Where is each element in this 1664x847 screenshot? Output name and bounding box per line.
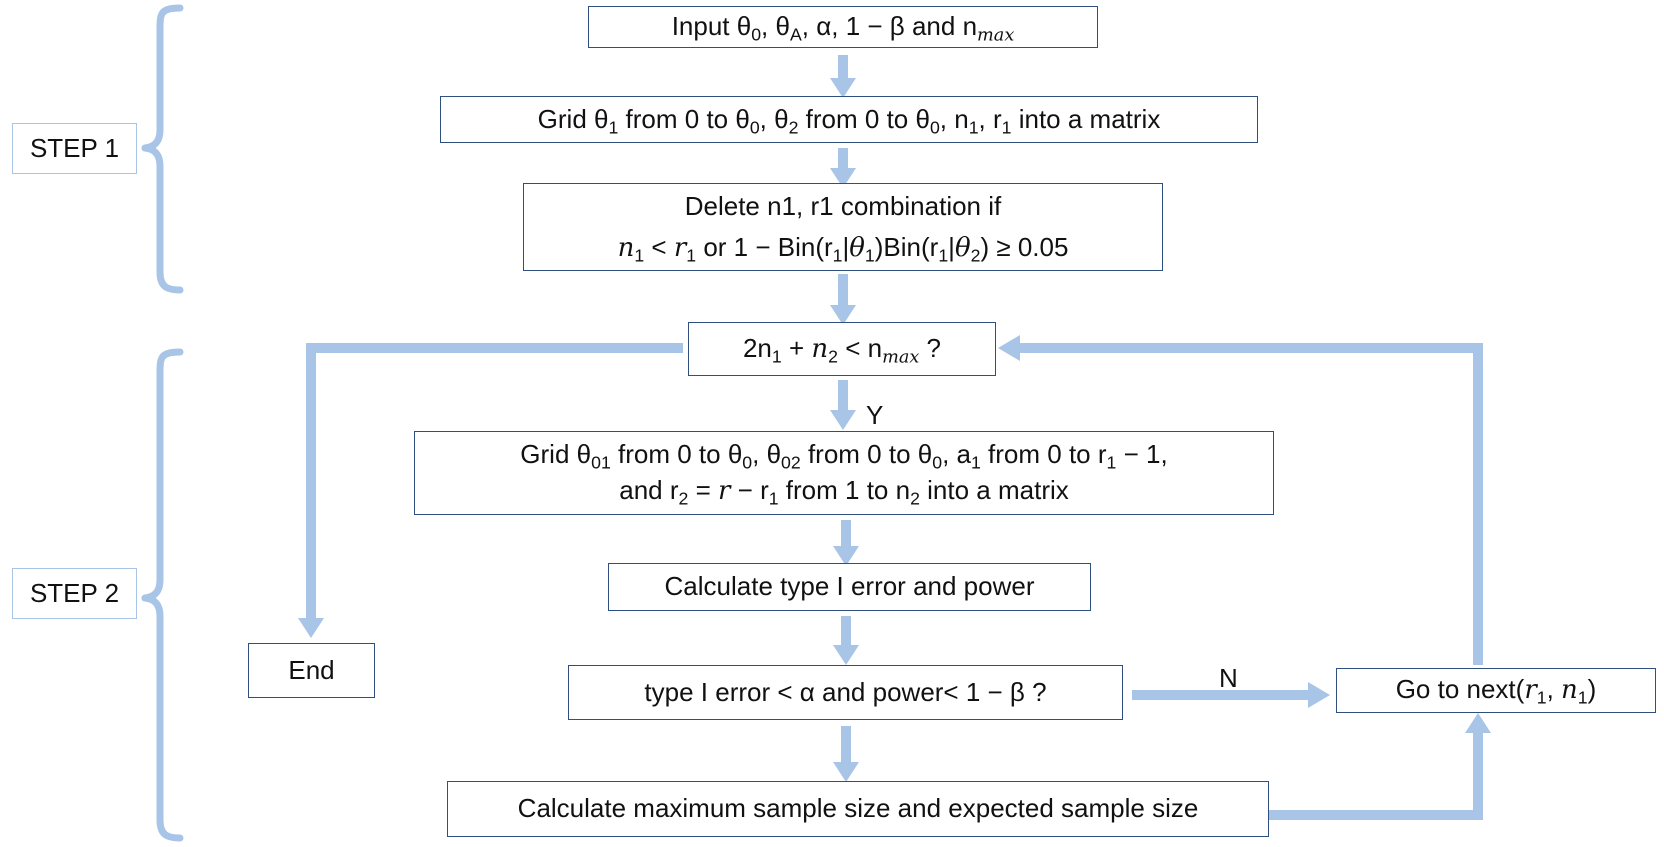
sample-size-condition-text: 2n1 + n2 < nmax ? bbox=[742, 332, 942, 368]
delete-condition-title: Delete n1, r1 combination if bbox=[684, 191, 1002, 222]
input-node: Input θ0, θA, α, 1 − β and nmax bbox=[588, 6, 1098, 48]
arrow-grid-stage2-to-calculate-head bbox=[833, 546, 859, 566]
arrow-next-to-condition bbox=[1020, 343, 1483, 665]
calculate-error-power-node: Calculate type I error and power bbox=[608, 563, 1091, 611]
input-node-text: Input θ0, θA, α, 1 − β and nmax bbox=[671, 11, 1015, 46]
step1-label: STEP 1 bbox=[12, 123, 137, 174]
no-edge-label: N bbox=[1219, 663, 1238, 693]
end-node: End bbox=[248, 643, 375, 698]
arrow-sample-size-to-next bbox=[1269, 733, 1483, 820]
arrow-check-to-sample-size-head bbox=[833, 762, 859, 782]
arrow-calculate-to-check-head bbox=[833, 645, 859, 665]
grid-stage2-line2: and r2 = r − r1 from 1 to n2 into a matr… bbox=[619, 474, 1069, 508]
arrow-check-to-next-head bbox=[1308, 682, 1330, 708]
arrow-sample-size-to-next-head bbox=[1465, 713, 1491, 733]
go-to-next-node: Go to next(r1, n1) bbox=[1336, 668, 1656, 713]
step2-brace bbox=[141, 348, 184, 842]
delete-condition-formula: n1 < r1 or 1 − Bin(r1|θ1)Bin(r1|θ2) ≥ 0.… bbox=[617, 231, 1069, 265]
delete-combination-node: Delete n1, r1 combination if n1 < r1 or … bbox=[523, 183, 1163, 271]
arrow-condition-to-grid-stage2-head bbox=[830, 410, 856, 430]
grid-parameters-text: Grid θ1 from 0 to θ0, θ2 from 0 to θ0, n… bbox=[537, 103, 1161, 138]
arrow-condition-to-end-head bbox=[298, 618, 324, 638]
arrow-grid-to-delete-head bbox=[830, 168, 856, 188]
arrow-delete-to-condition-head bbox=[830, 305, 856, 325]
yes-edge-label: Y bbox=[866, 400, 884, 430]
go-to-next-text: Go to next(r1, n1) bbox=[1395, 674, 1597, 708]
grid-stage2-line1: Grid θ01 from 0 to θ0, θ02 from 0 to θ0,… bbox=[520, 439, 1168, 473]
grid-stage2-node: Grid θ01 from 0 to θ0, θ02 from 0 to θ0,… bbox=[414, 431, 1274, 515]
step2-label: STEP 2 bbox=[12, 568, 137, 619]
arrow-input-to-grid-head bbox=[830, 78, 856, 98]
arrow-condition-to-end bbox=[306, 343, 683, 618]
arrow-next-to-condition-head bbox=[998, 335, 1020, 361]
grid-parameters-node: Grid θ1 from 0 to θ0, θ2 from 0 to θ0, n… bbox=[440, 96, 1258, 143]
sample-size-node: Calculate maximum sample size and expect… bbox=[447, 781, 1269, 837]
sample-size-condition-node: 2n1 + n2 < nmax ? bbox=[688, 322, 996, 376]
error-power-check-node: type I error < α and power< 1 − β ? bbox=[568, 665, 1123, 720]
step1-brace bbox=[141, 4, 184, 294]
